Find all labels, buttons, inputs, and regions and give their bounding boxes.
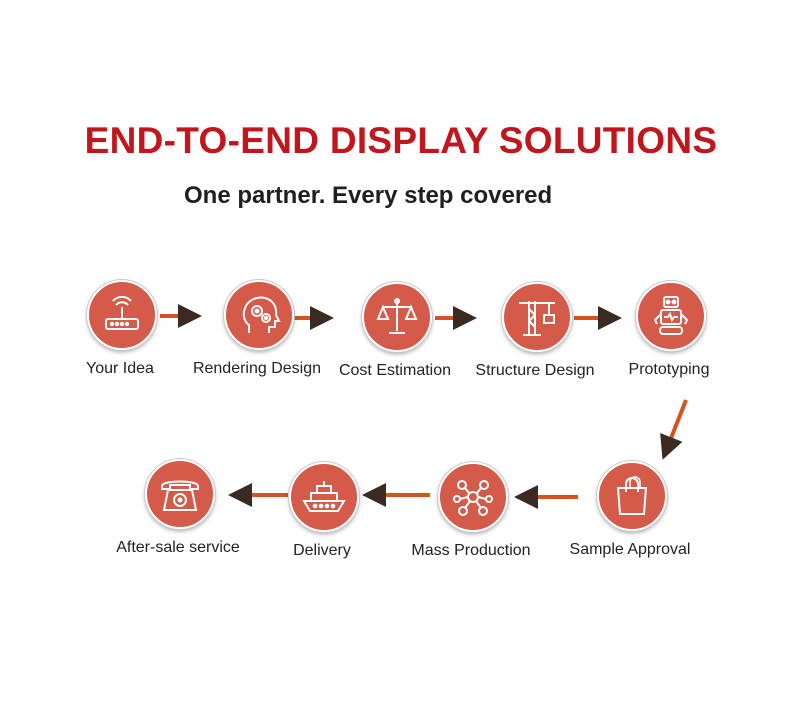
step-label: Delivery bbox=[293, 542, 351, 559]
step-rendering-design: Rendering Design bbox=[182, 280, 332, 390]
step-after-sale-service: After-sale service bbox=[103, 459, 253, 569]
head-gears-icon bbox=[224, 280, 294, 350]
shopping-bag-icon bbox=[597, 461, 667, 531]
telephone-icon bbox=[145, 459, 215, 529]
step-label: Cost Estimation bbox=[338, 362, 452, 379]
page-subtitle: One partner. Every step covered bbox=[184, 182, 553, 209]
step-label: After-sale service bbox=[116, 539, 240, 556]
step-label: Sample Approval bbox=[569, 541, 691, 558]
step-label: Rendering Design bbox=[192, 360, 322, 377]
network-icon bbox=[438, 462, 508, 532]
scale-icon bbox=[362, 282, 432, 352]
step-label: Mass Production bbox=[411, 542, 531, 559]
step-label: Your Idea bbox=[86, 360, 154, 377]
step-cost-estimation: Cost Estimation bbox=[320, 282, 470, 392]
robot-icon bbox=[636, 281, 706, 351]
step-mass-production: Mass Production bbox=[396, 462, 546, 572]
step-label: Structure Design bbox=[475, 362, 595, 379]
step-your-idea: Your Idea bbox=[45, 280, 195, 390]
page-title: END-TO-END DISPLAY SOLUTIONS bbox=[84, 120, 718, 161]
ship-icon bbox=[289, 462, 359, 532]
router-icon bbox=[87, 280, 157, 350]
crane-icon bbox=[502, 282, 572, 352]
step-delivery: Delivery bbox=[247, 462, 397, 572]
step-structure-design: Structure Design bbox=[460, 282, 610, 392]
step-prototyping: Prototyping bbox=[594, 281, 744, 391]
arrow-5-6 bbox=[660, 399, 688, 460]
step-label: Prototyping bbox=[628, 361, 710, 378]
step-sample-approval: Sample Approval bbox=[555, 461, 705, 571]
